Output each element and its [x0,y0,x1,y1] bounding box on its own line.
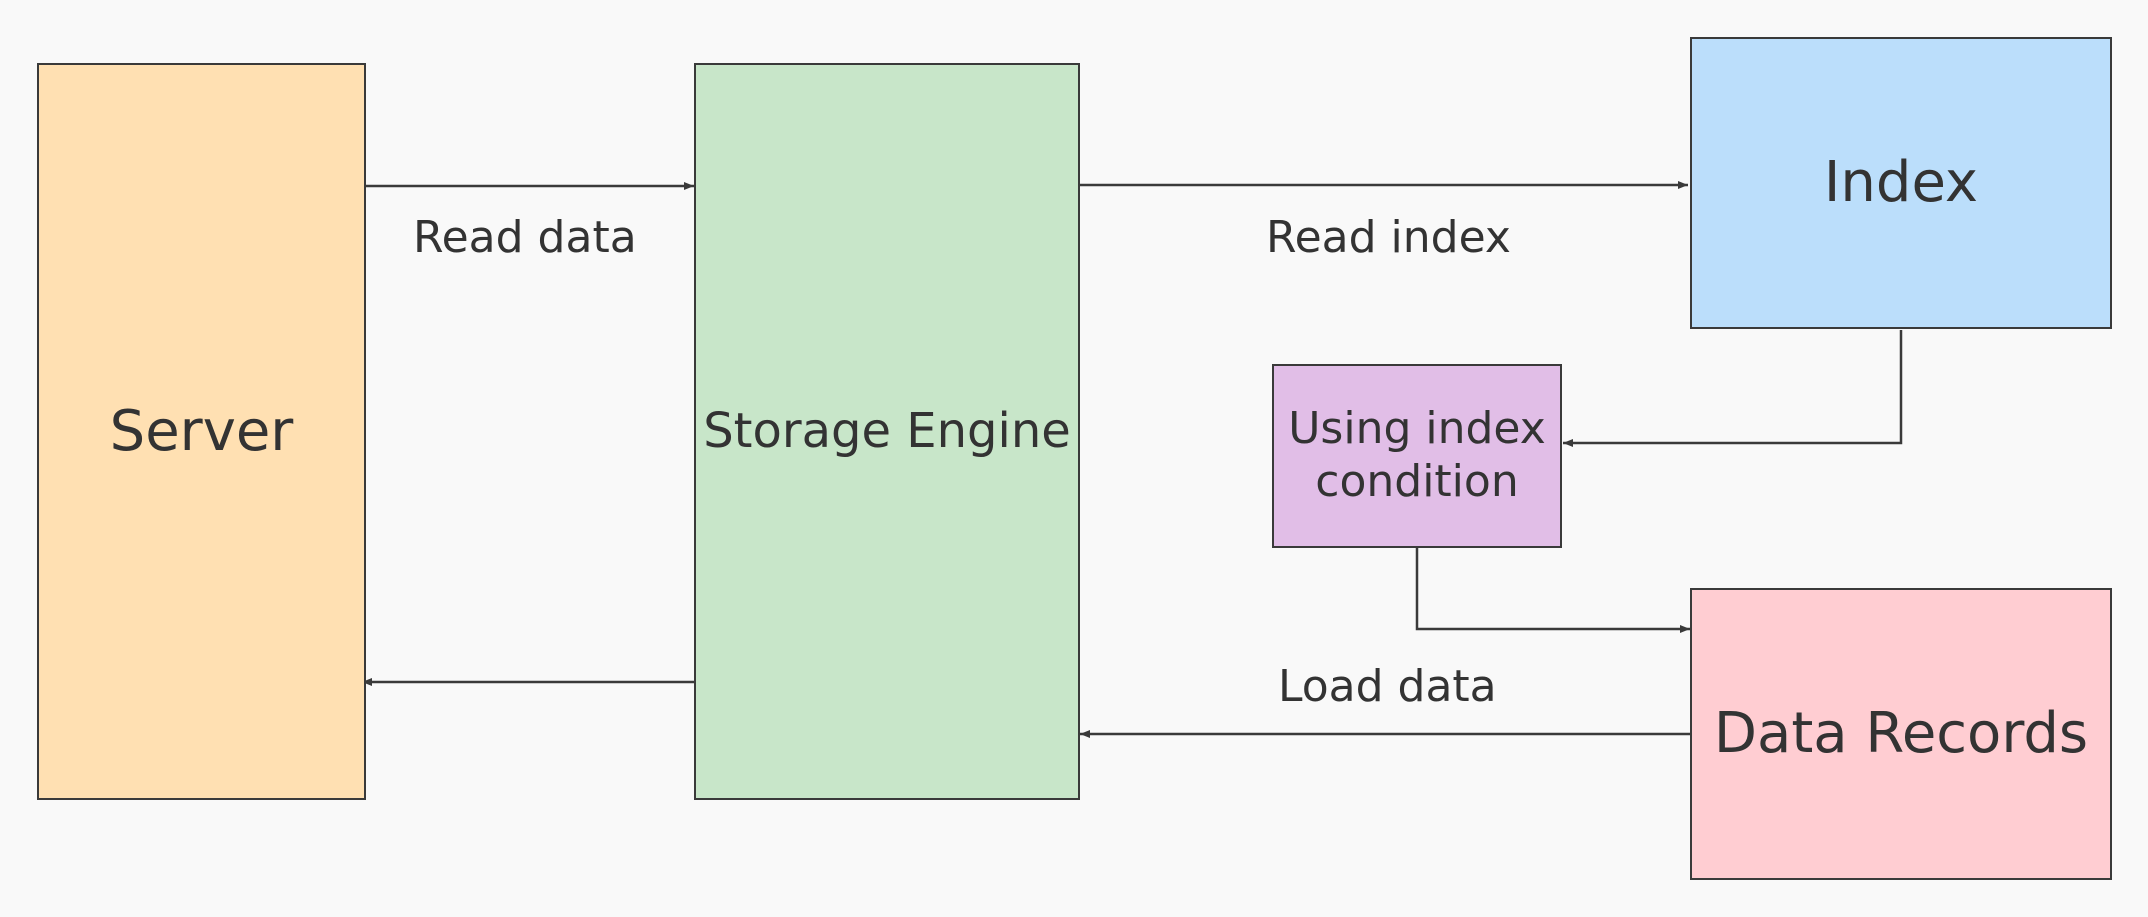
using-index-condition-node: Using index condition [1272,364,1562,548]
index-label: Index [1823,150,1979,216]
edge-index-to-icp [1563,330,1903,447]
index-node: Index [1690,37,2112,329]
storage-engine-node: Storage Engine [694,63,1080,800]
read-index-label: Read index [1266,212,1511,263]
icp-label-line1: Using index [1288,403,1546,455]
data-records-node: Data Records [1690,588,2112,880]
edge-icp-to-records [1415,548,1690,633]
data-records-label: Data Records [1713,701,2089,767]
load-data-label: Load data [1278,661,1497,712]
storage-engine-label: Storage Engine [703,402,1071,459]
server-node: Server [37,63,366,800]
icp-label-line2: condition [1315,456,1519,507]
read-data-label: Read data [413,212,637,263]
server-label: Server [109,398,294,464]
